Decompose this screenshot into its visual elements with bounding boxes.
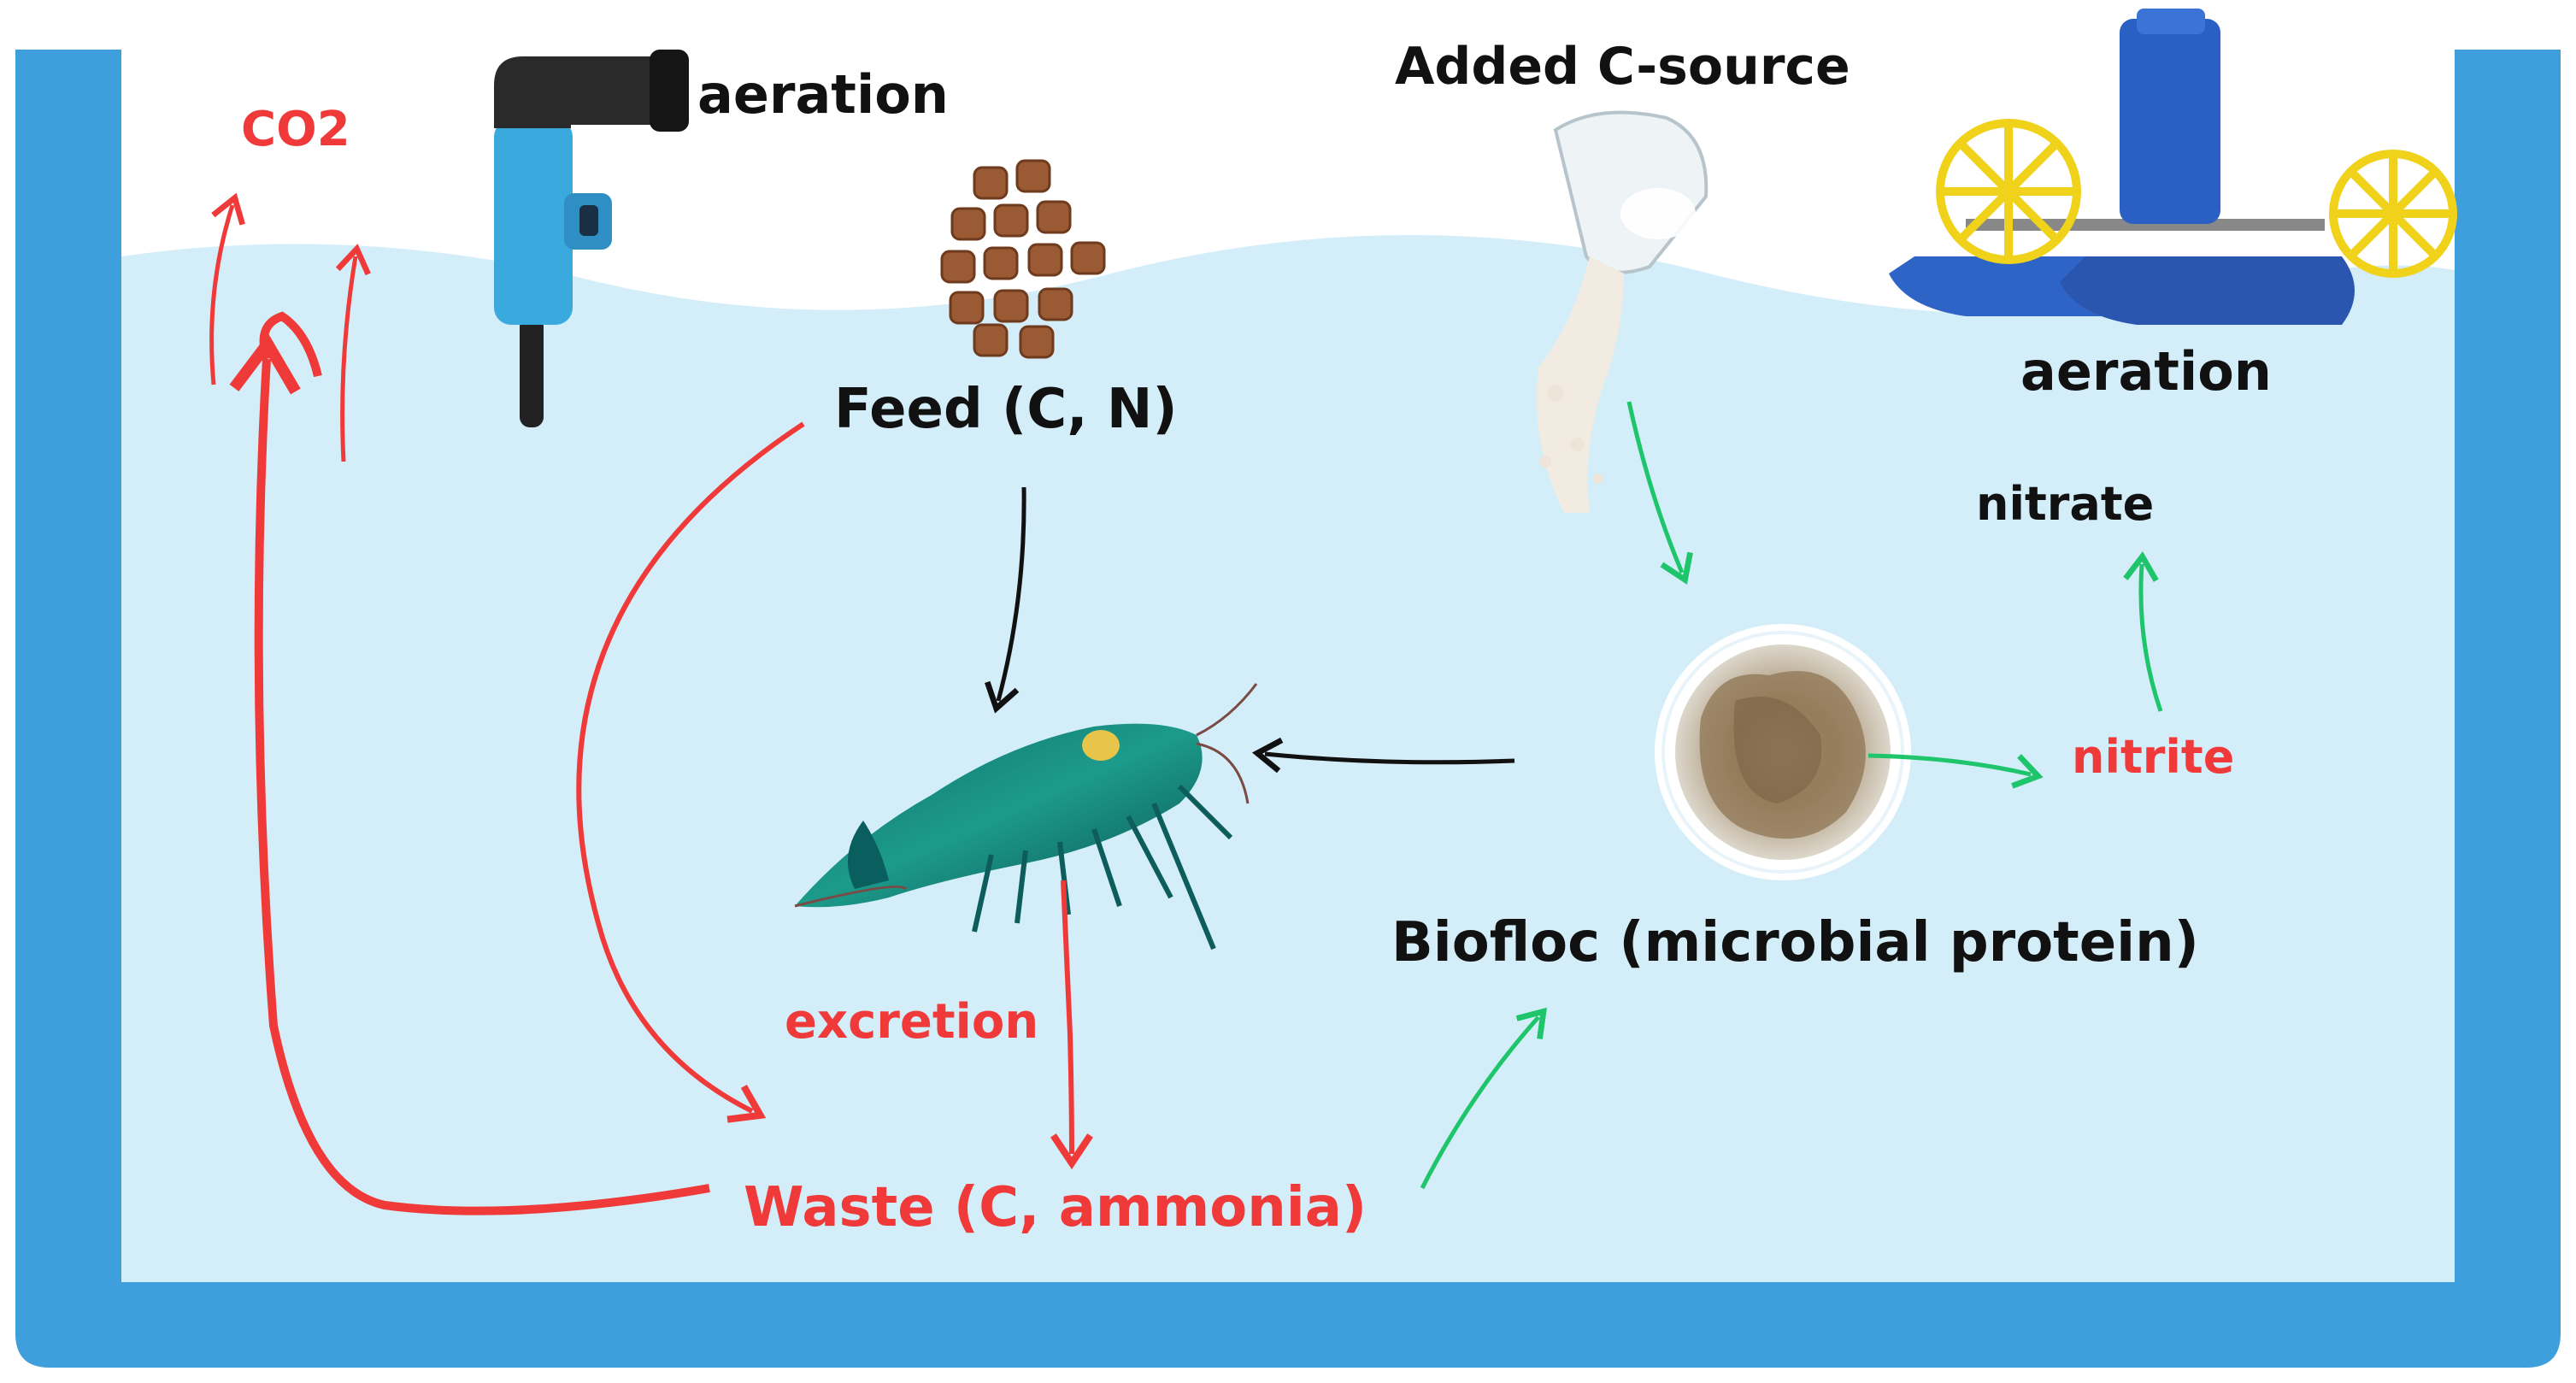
arrow-c-source-to-biofloc [1626, 401, 1693, 585]
shrimp-icon [794, 683, 1258, 950]
arrow-shrimp-excretion-to-waste [1050, 880, 1093, 1170]
label-nitrite: nitrite [2072, 730, 2234, 784]
label-feed: Feed (C, N) [834, 378, 1178, 441]
water-body [121, 235, 2455, 1282]
arrow-co2-curl [259, 311, 322, 378]
label-aeration-right: aeration [2020, 340, 2272, 403]
pipe-aerator-icon [494, 50, 689, 427]
label-biofloc: Biofloc (microbial protein) [1391, 911, 2199, 974]
label-added-c-source: Added C-source [1395, 37, 1850, 97]
arrow-nitrite-to-nitrate [2123, 550, 2163, 712]
biofloc-micrograph-icon [1655, 624, 1911, 880]
paddlewheel-aerator-icon [1889, 9, 2457, 325]
arrow-biofloc-to-nitrite [1867, 753, 2044, 789]
arrow-waste-to-co2 [229, 333, 710, 1215]
arrow-biofloc-to-shrimp [1251, 737, 1515, 774]
arrow-co2-up-2 [335, 244, 371, 462]
c-source-pour-icon [1537, 110, 1709, 513]
label-nitrate: nitrate [1976, 477, 2154, 531]
label-co2: CO2 [241, 102, 350, 157]
arrow-waste-to-biofloc [1420, 1007, 1548, 1190]
label-waste: Waste (C, ammonia) [744, 1176, 1367, 1239]
arrow-feed-to-shrimp [985, 486, 1026, 714]
arrow-co2-up-1 [209, 192, 245, 385]
arrow-feed-to-waste [576, 421, 805, 1123]
feed-pellets-icon [940, 159, 1106, 359]
label-excretion: excretion [785, 994, 1038, 1050]
label-aeration-left: aeration [697, 63, 949, 126]
